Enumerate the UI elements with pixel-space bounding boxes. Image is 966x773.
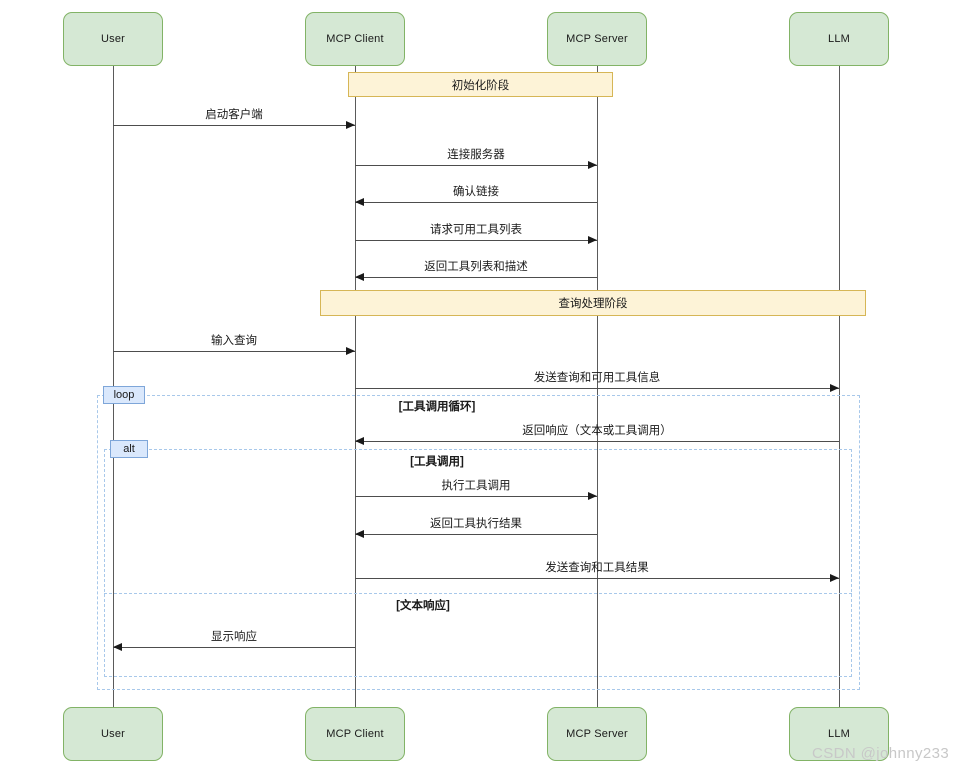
message-line-m6 — [113, 351, 355, 352]
message-arrowhead-m1 — [346, 121, 355, 129]
alt-frame-condition: [工具调用] — [410, 456, 464, 468]
loop-frame-condition: [工具调用循环] — [398, 401, 476, 413]
message-label-m2: 连接服务器 — [447, 149, 505, 161]
message-line-m9 — [355, 496, 597, 497]
message-arrowhead-m5 — [355, 273, 364, 281]
participant-top-user[interactable]: User — [63, 12, 163, 66]
message-label-m1: 启动客户端 — [205, 109, 263, 121]
message-label-m8: 返回响应（文本或工具调用） — [522, 425, 672, 437]
message-arrowhead-m8 — [355, 437, 364, 445]
participant-bottom-llm[interactable]: LLM — [789, 707, 889, 761]
frame-tag-label: alt — [123, 443, 135, 455]
participant-top-server[interactable]: MCP Server — [547, 12, 647, 66]
message-label-m10: 返回工具执行结果 — [430, 518, 522, 530]
alt-frame-tag[interactable]: alt — [110, 440, 148, 458]
participant-label: LLM — [828, 33, 850, 45]
participant-bottom-user[interactable]: User — [63, 707, 163, 761]
lifeline-server — [597, 66, 598, 707]
message-line-m11 — [355, 578, 839, 579]
participant-label: User — [100, 33, 126, 45]
loop-frame-tag[interactable]: loop — [103, 386, 145, 404]
participant-label: MCP Server — [566, 33, 628, 45]
message-label-m12: 显示响应 — [211, 631, 257, 643]
message-arrowhead-m6 — [346, 347, 355, 355]
message-line-m1 — [113, 125, 355, 126]
message-arrowhead-m3 — [355, 198, 364, 206]
message-arrowhead-m11 — [830, 574, 839, 582]
message-line-m7 — [355, 388, 839, 389]
message-arrowhead-m9 — [588, 492, 597, 500]
participant-bottom-server[interactable]: MCP Server — [547, 707, 647, 761]
message-arrowhead-m10 — [355, 530, 364, 538]
lifeline-llm — [839, 66, 840, 707]
message-arrowhead-m12 — [113, 643, 122, 651]
message-line-m10 — [355, 534, 597, 535]
message-line-m5 — [355, 277, 597, 278]
message-line-m2 — [355, 165, 597, 166]
message-label-m11: 发送查询和工具结果 — [545, 562, 649, 574]
phase-label: 初始化阶段 — [451, 79, 510, 92]
participant-top-client[interactable]: MCP Client — [305, 12, 405, 66]
alt-frame-divider — [104, 593, 852, 594]
message-line-m8 — [355, 441, 839, 442]
message-label-m4: 请求可用工具列表 — [430, 224, 522, 236]
phase-init: 初始化阶段 — [348, 72, 613, 97]
message-label-m5: 返回工具列表和描述 — [424, 261, 528, 273]
phase-query: 查询处理阶段 — [320, 290, 866, 316]
participant-label: User — [100, 728, 126, 740]
participant-label: LLM — [828, 728, 850, 740]
participant-label: MCP Client — [326, 33, 384, 45]
watermark: CSDN @johnny233 — [812, 745, 950, 762]
message-line-m4 — [355, 240, 597, 241]
frame-tag-label: loop — [113, 389, 135, 401]
message-label-m9: 执行工具调用 — [441, 480, 511, 492]
message-arrowhead-m7 — [830, 384, 839, 392]
participant-bottom-client[interactable]: MCP Client — [305, 707, 405, 761]
participant-label: MCP Server — [566, 728, 628, 740]
message-line-m3 — [355, 202, 597, 203]
message-label-m6: 输入查询 — [211, 335, 257, 347]
loop-frame — [97, 395, 860, 690]
message-arrowhead-m4 — [588, 236, 597, 244]
message-line-m12 — [113, 647, 355, 648]
message-label-m7: 发送查询和可用工具信息 — [533, 372, 661, 384]
participant-top-llm[interactable]: LLM — [789, 12, 889, 66]
lifeline-client — [355, 66, 356, 707]
alt-frame-alt-condition: [文本响应] — [396, 600, 450, 612]
message-label-m3: 确认链接 — [453, 186, 499, 198]
phase-label: 查询处理阶段 — [558, 298, 628, 310]
participant-label: MCP Client — [326, 728, 384, 740]
message-arrowhead-m2 — [588, 161, 597, 169]
